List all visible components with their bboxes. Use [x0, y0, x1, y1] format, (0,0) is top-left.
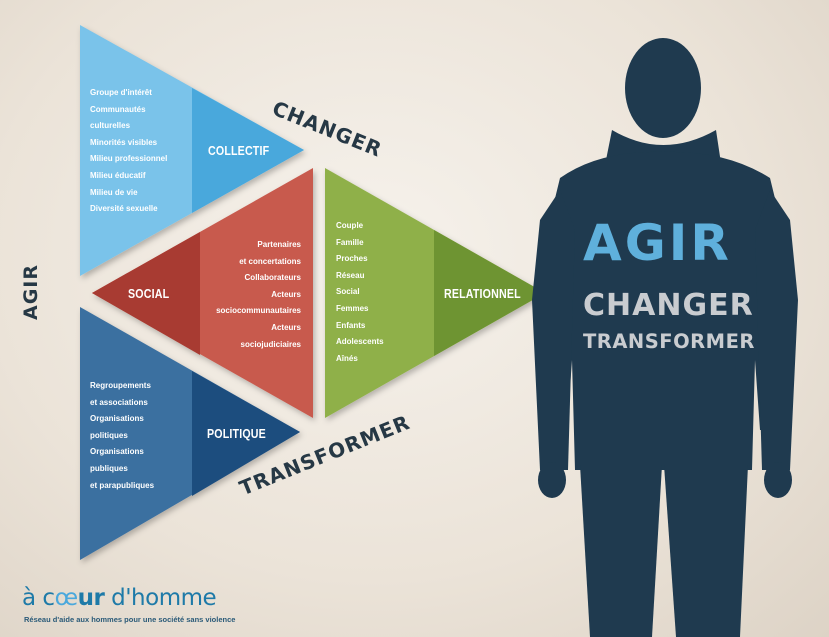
logo-part: d'homme	[104, 585, 217, 611]
relationnel-label: RELATIONNEL	[444, 286, 521, 301]
hoodie-silhouette	[532, 38, 798, 637]
politique-item: et parapubliques	[90, 480, 155, 490]
relationnel-list: Couple Famille Proches Réseau Social Fem…	[336, 218, 384, 367]
collectif-item: Milieu de vie	[90, 187, 138, 197]
politique-item: politiques	[90, 430, 128, 440]
relationnel-item: Réseau	[336, 270, 365, 280]
collectif-triangle	[80, 25, 304, 276]
relationnel-item: Femmes	[336, 303, 369, 313]
social-item: Partenaires	[257, 240, 301, 249]
politique-item: publiques	[90, 463, 128, 473]
social-item: et concertations	[239, 256, 301, 266]
politique-item: Organisations	[90, 414, 144, 424]
collectif-item: Milieu éducatif	[90, 170, 146, 180]
logo-part: à c	[22, 585, 55, 611]
social-list: Partenaires et concertations Collaborate…	[216, 237, 301, 353]
shirt-text-agir: AGIR	[583, 214, 732, 272]
collectif-item: Milieu professionnel	[90, 154, 168, 164]
logo-part: ur	[77, 585, 105, 611]
social-item: Acteurs	[271, 322, 301, 332]
collectif-item: culturelles	[90, 121, 131, 131]
collectif-item: Groupe d'intérêt	[90, 88, 152, 97]
collectif-item: Communautés	[90, 104, 146, 114]
social-item: Acteurs	[271, 289, 301, 299]
relationnel-item: Social	[336, 287, 360, 297]
relationnel-item: Adolescents	[336, 337, 384, 347]
collectif-item: Diversité sexuelle	[90, 204, 158, 214]
politique-label: POLITIQUE	[207, 426, 266, 441]
social-item: sociocommunautaires	[216, 306, 301, 316]
social-triangle	[92, 168, 313, 418]
politique-item: Organisations	[90, 447, 144, 457]
politique-list: Regroupements et associations Organisati…	[90, 378, 154, 494]
shirt-text-transformer: TRANSFORMER	[583, 330, 755, 353]
social-label: SOCIAL	[128, 286, 170, 301]
social-item: Collaborateurs	[244, 273, 301, 283]
collectif-label: COLLECTIF	[208, 143, 270, 158]
relationnel-item: Enfants	[336, 320, 366, 330]
social-item: sociojudiciaires	[240, 339, 301, 349]
collectif-list: Groupe d'intérêt Communautés culturelles…	[90, 85, 167, 218]
logo: à cœur d'homme	[22, 585, 217, 611]
relationnel-item: Aînés	[336, 353, 358, 363]
collectif-item: Minorités visibles	[90, 137, 158, 147]
politique-triangle	[80, 307, 300, 560]
politique-item: Regroupements	[90, 381, 151, 390]
relationnel-triangle	[325, 168, 545, 418]
relationnel-item: Couple	[336, 221, 364, 230]
relationnel-item: Famille	[336, 237, 364, 247]
logo-tagline: Réseau d'aide aux hommes pour une sociét…	[24, 615, 236, 624]
verb-agir: AGIR	[20, 264, 42, 320]
shirt-text-changer: CHANGER	[583, 288, 754, 323]
politique-item: et associations	[90, 397, 148, 407]
heart-icon: œ	[54, 585, 79, 611]
relationnel-item: Proches	[336, 254, 368, 264]
